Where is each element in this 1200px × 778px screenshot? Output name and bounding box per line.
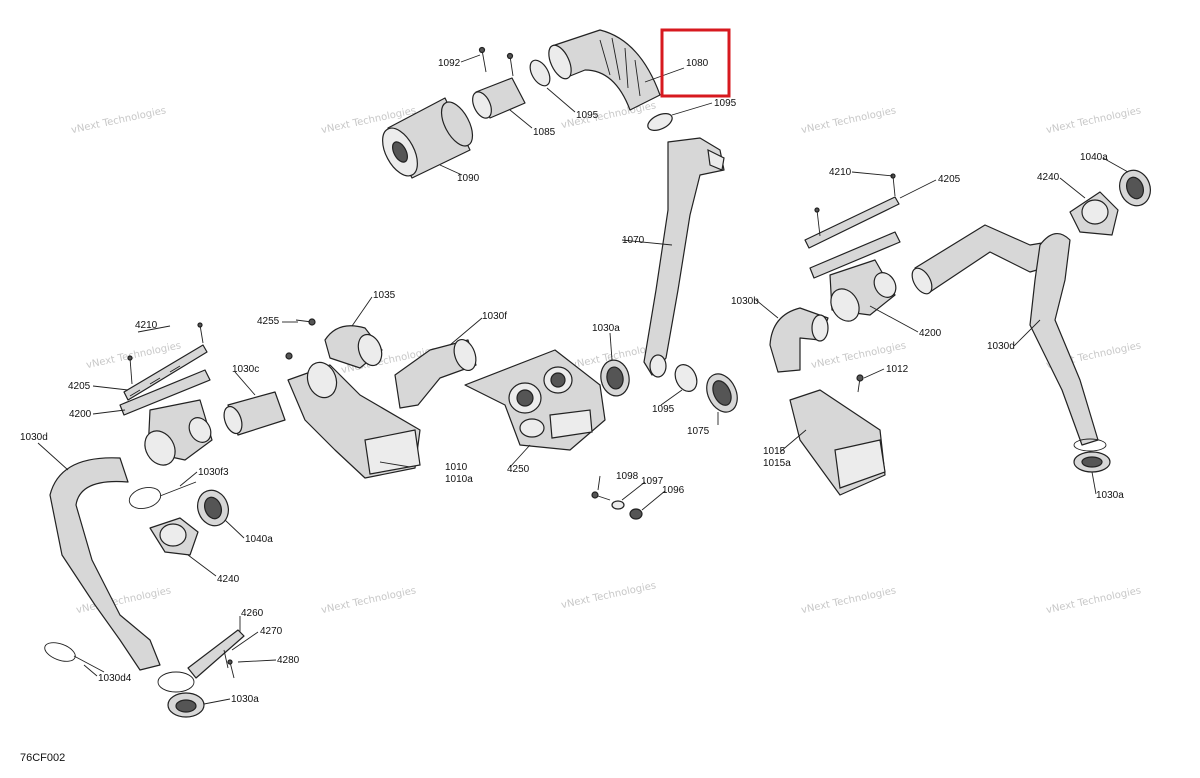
callout-label: 1030b	[731, 296, 759, 307]
callout-label: 1095	[714, 98, 737, 109]
callout-label: 1095	[576, 110, 599, 121]
screw-4210-left	[127, 322, 204, 385]
duct-1070	[643, 137, 725, 378]
adapter-1085	[472, 77, 526, 119]
intake-hose-1080	[548, 29, 661, 111]
bracket-4260	[187, 629, 245, 679]
callout-label: 1040a	[245, 534, 273, 545]
callout-label: 1030c	[232, 364, 259, 375]
screw-4255	[285, 318, 316, 360]
callout-label: 1015	[763, 446, 786, 457]
callout-label: 1080	[686, 58, 709, 69]
watermark: vNext Technologies	[800, 585, 897, 616]
callout-label: 4255	[257, 316, 280, 327]
housing-4200-right	[829, 259, 897, 322]
watermark: vNext Technologies	[800, 105, 897, 136]
callout-label: 4210	[829, 167, 852, 178]
callout-label: 1097	[641, 476, 664, 487]
screws-4270-4280	[223, 649, 235, 679]
watermark: vNext Technologies	[560, 100, 657, 131]
vent-1030a-mid	[600, 359, 630, 397]
vent-1030a-bottom-right	[1073, 438, 1111, 473]
housing-4200-left	[144, 399, 213, 466]
watermark: vNext Technologies	[1045, 585, 1142, 616]
callout-label: 1035	[373, 290, 396, 301]
callout-label: 1030a	[1096, 490, 1124, 501]
callout-label: 1010a	[445, 474, 473, 485]
callout-label: 1015a	[763, 458, 791, 469]
leader-lines	[37, 54, 1129, 705]
callout-label: 1030d4	[98, 673, 132, 684]
callout-label: 1030d	[987, 341, 1015, 352]
callout-label: 4280	[277, 655, 300, 666]
callout-label: 1030a	[592, 323, 620, 334]
vent-housing-4240-right	[1069, 191, 1119, 236]
air-filter-1090	[382, 97, 474, 179]
callout-label: 1012	[886, 364, 909, 375]
tie-1030f3	[128, 481, 197, 509]
watermark: vNext Technologies	[1045, 105, 1142, 136]
callout-label: 4200	[919, 328, 942, 339]
watermark: vNext Technologies	[320, 585, 417, 616]
clamp-1095-right	[647, 113, 673, 131]
tie-1030d4	[44, 642, 105, 673]
clamp-1095-lower	[674, 364, 698, 392]
outlet-1015	[789, 389, 886, 496]
coupler-1030c	[223, 391, 286, 436]
watermark: vNext Technologies	[560, 580, 657, 611]
callout-label: 1092	[438, 58, 461, 69]
callout-label: 4205	[938, 174, 961, 185]
watermark: vNext Technologies	[70, 105, 167, 136]
callout-label: 4240	[1037, 172, 1060, 183]
callout-label: 1030d	[20, 432, 48, 443]
callout-label: 4240	[217, 574, 240, 585]
callout-label: 1010	[445, 462, 468, 473]
callout-label: 1096	[662, 485, 685, 496]
watermarks: vNext Technologies vNext Technologies vN…	[70, 100, 1142, 616]
diagram-reference-code: 76CF002	[20, 752, 66, 764]
duct-1030b	[769, 307, 829, 373]
callout-label: 4260	[241, 608, 264, 619]
callout-label: 1098	[616, 471, 639, 482]
callout-label: 1030f3	[198, 467, 229, 478]
callout-label: 4205	[68, 381, 91, 392]
washer-1097	[611, 500, 625, 510]
vent-1040a-right	[1119, 169, 1151, 207]
coupler-1075	[706, 373, 738, 413]
clamp-1095-top	[529, 59, 551, 87]
callout-label: 1095	[652, 404, 675, 415]
vent-1040a-left	[197, 489, 229, 527]
plenum-1010	[287, 361, 421, 479]
bracket-4205-right	[804, 196, 901, 279]
duct-1030f	[394, 338, 477, 409]
callouts: 1092 1080 1095 1095 1085 1090 1070 1095 …	[20, 58, 1124, 705]
highlight-box	[660, 28, 731, 98]
elbow-1035	[324, 325, 383, 369]
screw-1098	[591, 491, 611, 501]
callout-label: 1070	[622, 235, 645, 246]
callout-label: 1040a	[1080, 152, 1108, 163]
duct-1030d-right	[1029, 233, 1099, 446]
bracket-4205-left	[119, 344, 211, 416]
callout-label: 1030f	[482, 311, 507, 322]
dash-panel-4250	[464, 349, 606, 451]
vent-1030a-bottom-left	[157, 671, 205, 718]
callout-label: 1085	[533, 127, 556, 138]
nut-1096	[629, 508, 643, 520]
callout-label: 1075	[687, 426, 710, 437]
callout-label: 4270	[260, 626, 283, 637]
callout-label: 1090	[457, 173, 480, 184]
callout-label: 4250	[507, 464, 530, 475]
callout-label: 1030a	[231, 694, 259, 705]
callout-label: 4200	[69, 409, 92, 420]
duct-1030d-left	[49, 457, 161, 671]
screw-1092	[478, 46, 514, 77]
callout-label: 4210	[135, 320, 158, 331]
screw-1012	[856, 374, 864, 393]
vent-housing-4240-left	[149, 517, 199, 556]
